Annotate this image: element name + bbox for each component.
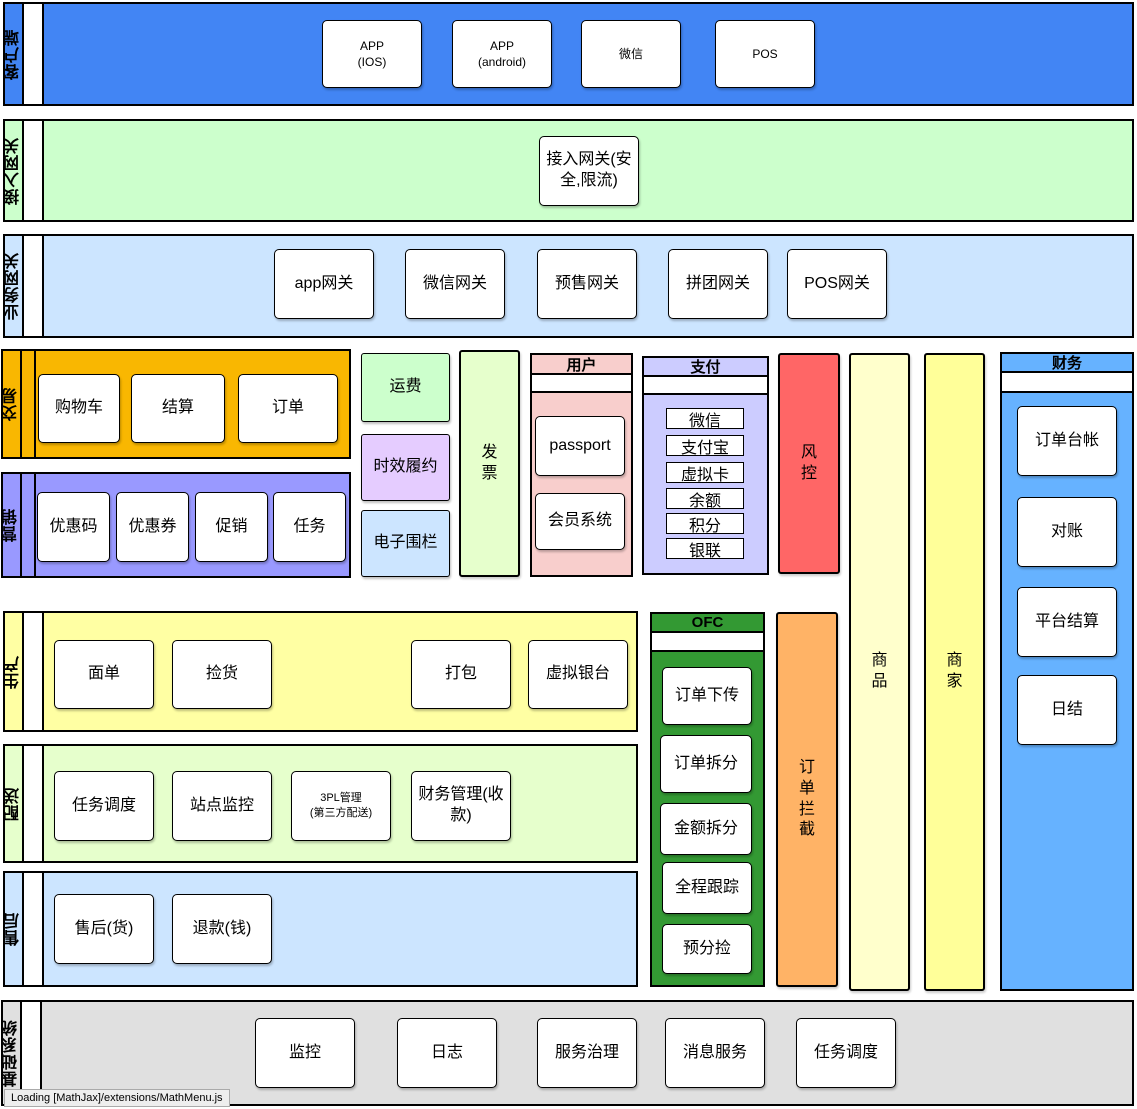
monitoring[interactable]: 监控 — [255, 1018, 355, 1088]
waybill[interactable]: 面单 — [54, 640, 154, 709]
logging[interactable]: 日志 — [397, 1018, 497, 1088]
pos-gateway[interactable]: POS网关 — [787, 249, 887, 319]
client-app-ios[interactable]: APP(IOS) — [322, 20, 422, 88]
service-governance[interactable]: 服务治理 — [537, 1018, 637, 1088]
app-gateway[interactable]: app网关 — [274, 249, 374, 319]
timeliness[interactable]: 时效履约 — [361, 434, 450, 501]
member-system[interactable]: 会员系统 — [535, 493, 625, 550]
freight[interactable]: 运费 — [361, 353, 450, 422]
pay-virtual-card[interactable]: 虚拟卡 — [666, 462, 744, 484]
promo-code[interactable]: 优惠码 — [37, 492, 110, 562]
user-strip — [530, 373, 633, 393]
order-intercept[interactable]: 订单拦截 — [776, 612, 838, 987]
business-gw-tag: 业务网关 — [3, 234, 24, 338]
finance-header: 财务 — [1000, 352, 1134, 373]
checkout[interactable]: 结算 — [131, 374, 225, 443]
picking[interactable]: 捡货 — [172, 640, 272, 709]
access-layer-strip — [22, 119, 44, 222]
trade-tag: 交易 — [1, 349, 22, 459]
ofc-strip — [650, 631, 765, 652]
client-app-android[interactable]: APP(android) — [452, 20, 552, 88]
task-scheduling[interactable]: 任务调度 — [796, 1018, 896, 1088]
payment-header: 支付 — [642, 356, 769, 377]
merchant[interactable]: 商家 — [924, 353, 985, 991]
platform-settlement[interactable]: 平台结算 — [1017, 587, 1117, 657]
pre-sorting[interactable]: 预分捡 — [662, 924, 752, 974]
delivery-dispatch[interactable]: 任务调度 — [54, 771, 154, 841]
access-gateway[interactable]: 接入网关(安全,限流) — [539, 136, 639, 206]
order-push[interactable]: 订单下传 — [662, 667, 752, 725]
marketing-task[interactable]: 任务 — [273, 492, 346, 562]
third-party-logistics[interactable]: 3PL管理(第三方配送) — [291, 771, 391, 841]
business-gw-strip — [22, 234, 44, 338]
daily-settlement[interactable]: 日结 — [1017, 675, 1117, 745]
delivery-strip — [22, 744, 44, 863]
groupbuy-gateway[interactable]: 拼团网关 — [668, 249, 768, 319]
client-pos[interactable]: POS — [715, 20, 815, 88]
message-service[interactable]: 消息服务 — [665, 1018, 765, 1088]
order-ledger[interactable]: 订单台帐 — [1017, 406, 1117, 476]
production-strip — [22, 611, 44, 732]
virtual-cashier[interactable]: 虚拟银台 — [528, 640, 628, 709]
pay-alipay[interactable]: 支付宝 — [666, 435, 744, 457]
passport[interactable]: passport — [535, 416, 625, 476]
order[interactable]: 订单 — [238, 374, 338, 443]
refund[interactable]: 退款(钱) — [172, 894, 272, 964]
goods[interactable]: 商品 — [849, 353, 910, 991]
geofence[interactable]: 电子围栏 — [361, 510, 450, 577]
production-tag: 生产 — [3, 611, 24, 732]
presale-gateway[interactable]: 预售网关 — [537, 249, 637, 319]
ofc-header: OFC — [650, 612, 765, 633]
pay-points[interactable]: 积分 — [666, 513, 744, 535]
loading-status: Loading [MathJax]/extensions/MathMenu.js — [4, 1089, 230, 1107]
reconciliation[interactable]: 对账 — [1017, 497, 1117, 567]
invoice[interactable]: 发票 — [459, 350, 520, 577]
packing[interactable]: 打包 — [411, 640, 511, 709]
client-layer-tag: 客户端 — [3, 2, 24, 106]
client-layer-strip — [22, 2, 44, 106]
aftersale-goods[interactable]: 售后(货) — [54, 894, 154, 964]
aftersale-tag: 售后 — [3, 871, 24, 987]
full-tracking[interactable]: 全程跟踪 — [662, 862, 752, 914]
finance-collection[interactable]: 财务管理(收款) — [411, 771, 511, 841]
pay-balance[interactable]: 余额 — [666, 488, 744, 510]
wechat-gateway[interactable]: 微信网关 — [405, 249, 505, 319]
order-split[interactable]: 订单拆分 — [660, 735, 752, 793]
pay-unionpay[interactable]: 银联 — [666, 538, 744, 560]
promotion[interactable]: 促销 — [195, 492, 268, 562]
payment-strip — [642, 375, 769, 395]
aftersale-strip — [22, 871, 44, 987]
risk-control[interactable]: 风控 — [778, 353, 840, 574]
pay-wechat[interactable]: 微信 — [666, 408, 744, 430]
shopping-cart[interactable]: 购物车 — [38, 374, 120, 443]
coupon[interactable]: 优惠券 — [116, 492, 189, 562]
station-monitor[interactable]: 站点监控 — [172, 771, 272, 841]
client-wechat[interactable]: 微信 — [581, 20, 681, 88]
finance-strip — [1000, 371, 1134, 393]
marketing-tag: 营销 — [1, 472, 22, 578]
amount-split[interactable]: 金额拆分 — [660, 803, 752, 855]
user-header: 用户 — [530, 353, 633, 375]
delivery-tag: 配送 — [3, 744, 24, 863]
access-layer-tag: 接入网关 — [3, 119, 24, 222]
